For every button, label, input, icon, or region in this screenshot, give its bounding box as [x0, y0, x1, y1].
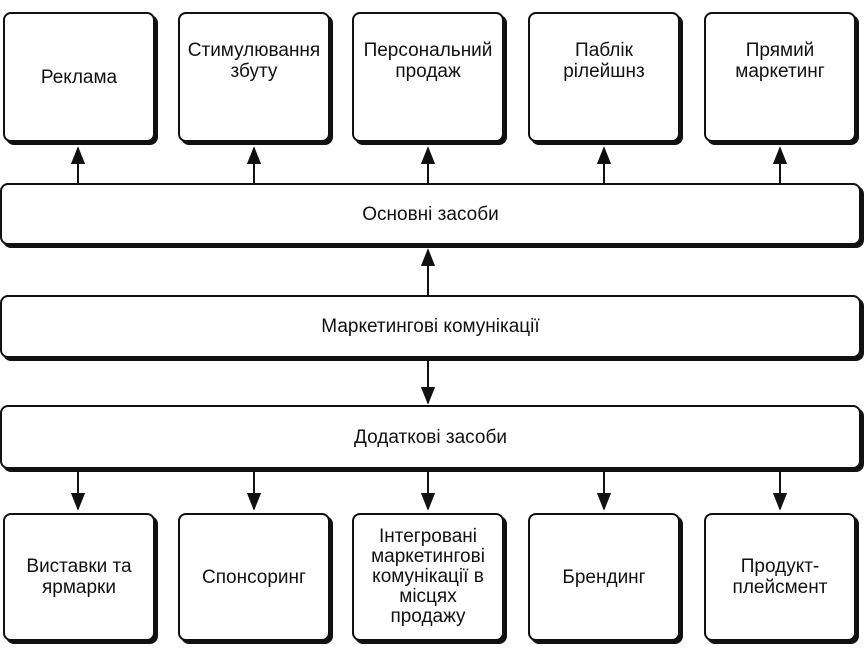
bar-marketing-communications: Маркетингові комунікації: [0, 295, 861, 358]
box-brendyng-label: Брендинг: [562, 566, 646, 588]
box-intehrovani-mk: Інтегровані маркетингові комунікації в м…: [352, 513, 504, 641]
box-priamyi-marketynh-label: Прямий маркетинг: [735, 40, 825, 82]
bar-additional-means: Додаткові засоби: [0, 405, 861, 469]
box-reklama-label: Реклама: [40, 66, 118, 88]
box-priamyi-marketynh: Прямий маркетинг: [704, 12, 856, 142]
box-reklama: Реклама: [3, 12, 155, 142]
box-pablik-rileishnz-label: Паблік рілейшнз: [563, 40, 645, 82]
box-vystavky-ta-iarmarky: Виставки та ярмарки: [3, 513, 155, 641]
bar-marketing-communications-label: Маркетингові комунікації: [321, 316, 540, 337]
box-vystavky-ta-iarmarky-label: Виставки та ярмарки: [26, 556, 132, 598]
box-personalnyi-prodazh: Персональний продаж: [352, 12, 504, 142]
box-pablik-rileishnz: Паблік рілейшнз: [528, 12, 680, 142]
bar-main-means-label: Основні засоби: [362, 203, 499, 225]
bar-main-means: Основні засоби: [0, 183, 861, 245]
box-stymuliuvannia-zbutu-label: Стимулювання збуту: [187, 40, 321, 82]
box-personalnyi-prodazh-label: Персональний продаж: [363, 40, 493, 82]
box-stymuliuvannia-zbutu: Стимулювання збуту: [178, 12, 330, 142]
bar-additional-means-label: Додаткові засоби: [354, 426, 507, 448]
box-produkt-pleisment: Продукт- плейсмент: [704, 513, 856, 641]
box-produkt-pleisment-label: Продукт- плейсмент: [732, 556, 828, 598]
box-sponsoryng-label: Спонсоринг: [202, 566, 306, 588]
box-sponsoryng: Спонсоринг: [178, 513, 330, 641]
box-intehrovani-mk-label: Інтегровані маркетингові комунікації в м…: [371, 526, 485, 627]
box-brendyng: Брендинг: [528, 513, 680, 641]
